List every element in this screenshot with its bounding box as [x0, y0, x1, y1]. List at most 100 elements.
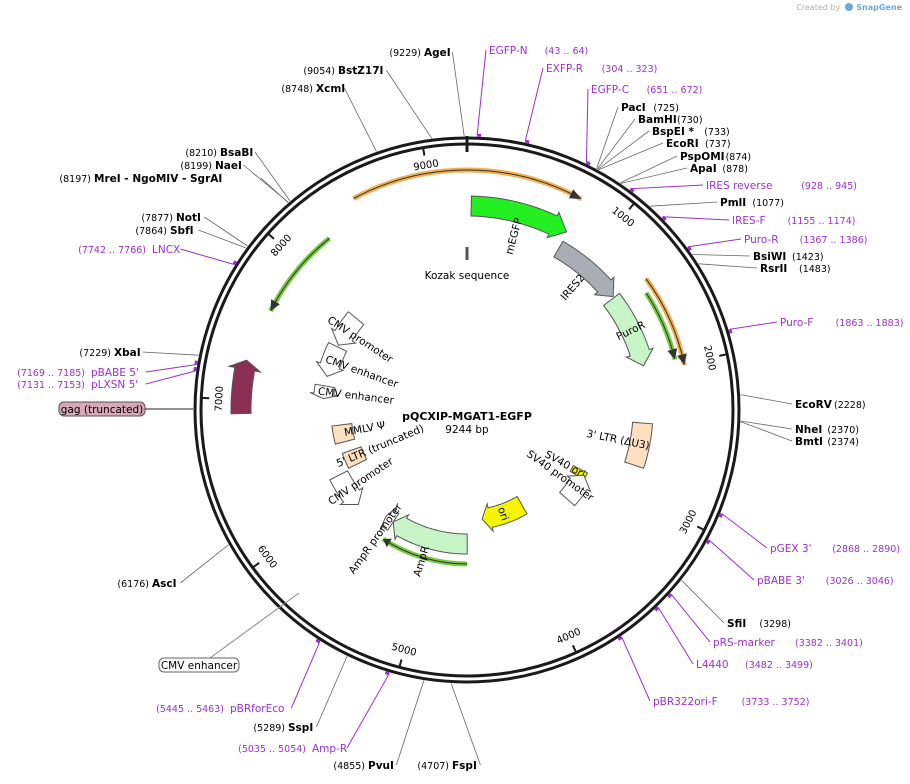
primer-amp-r-leader [346, 673, 390, 749]
feature-ampr-arrow [392, 513, 468, 555]
site-ecorv-leader [740, 394, 793, 405]
credit-prefix: Created by [796, 3, 841, 12]
feature-ori-label: ori [495, 506, 511, 523]
primer-l4440-mark [654, 606, 660, 612]
site-asci-position: (6176) [117, 579, 149, 590]
feature-puror-arrow [602, 292, 655, 367]
tick-label: 9000 [413, 158, 440, 173]
site-bamhi-label: BamHI [638, 114, 677, 126]
restriction-sites: AgeI(9229)BstZ17I(9054)XcmI(8748)BsaBI(8… [59, 47, 865, 772]
primer-pbrforeco-leader [290, 642, 321, 709]
feature-mmlv-arrow [331, 423, 356, 445]
tick-mark [398, 659, 403, 668]
feature-mmlv-label: MMLV Ψ [343, 419, 386, 438]
site-agei-position: (9229) [389, 48, 421, 59]
site-sspi-leader [316, 656, 348, 728]
tick-label: 8000 [269, 233, 294, 259]
primer-l4440-label: L4440 [696, 659, 729, 671]
site-bsabi-position: (8210) [185, 148, 217, 159]
feature-3-ltr-u3-arrow [623, 421, 654, 469]
primer-exfp-r-label: EXFP-R [546, 63, 583, 75]
tick-label: 5000 [390, 642, 417, 659]
site-paci-label: PacI [621, 102, 646, 114]
primer-egfp-c-range: (651 .. 672) [647, 85, 703, 96]
site-sbfi-leader [198, 229, 247, 249]
site-bsabi-label: BsaBI [220, 147, 253, 159]
primer-ires-f-range: (1155 .. 1174) [788, 216, 856, 227]
primer-pbabe-3-leader [708, 539, 755, 581]
site-apai-position: (878) [722, 164, 748, 175]
primer-sites: EGFP-N(43 .. 64)EXFP-R(304 .. 323)EGFP-C… [17, 45, 903, 755]
primer-exfp-r-mark [524, 139, 530, 144]
site-xbai-label: XbaI [114, 347, 141, 359]
primer-pbabe-5-range: (7169 .. 7185) [17, 368, 85, 379]
primer-ires-reverse-leader [630, 184, 704, 190]
primer-egfp-n-range: (43 .. 64) [545, 46, 589, 57]
primer-puro-f-label: Puro-F [780, 317, 813, 329]
site-paci-position: (725) [653, 103, 679, 114]
primer-puro-f-range: (1863 .. 1883) [836, 318, 904, 329]
primer-pbrforeco-mark [315, 638, 321, 644]
site-agei-label: AgeI [424, 47, 451, 59]
site-bsiwi-label: BsiWI [753, 251, 786, 263]
site-noti-leader [204, 216, 248, 247]
site-naei-position: (8199) [180, 161, 212, 172]
primer-pgex-3-mark [718, 513, 724, 518]
site-ecorv-label: EcoRV [795, 399, 833, 411]
primer-puro-r-leader [688, 238, 742, 248]
site-asci-label: AscI [152, 578, 177, 590]
primer-exfp-r-leader [524, 67, 544, 142]
feature-cmv-promoter-arrow [329, 470, 364, 505]
primer-lncx-mark [232, 260, 238, 266]
site-bspei-position: (733) [704, 127, 730, 138]
cmv-enhancer-outside: CMV enhancer [158, 592, 300, 673]
primer-ires-reverse-label: IRES reverse [706, 180, 773, 192]
orf-arrowhead [677, 353, 687, 365]
site-sfii-leader [681, 580, 725, 624]
feature-ires2-label: IRES2 [559, 272, 588, 303]
primer-l4440-range: (3482 .. 3499) [745, 660, 813, 671]
site-pmli-position: (1077) [752, 198, 784, 209]
primer-pbabe-3-range: (3026 .. 3046) [826, 576, 894, 587]
site-sspi-position: (5289) [253, 723, 285, 734]
site-agei-leader [452, 51, 465, 137]
site-ecori-position: (737) [705, 139, 731, 150]
primer-egfp-c-label: EGFP-C [591, 84, 629, 96]
kozak-label: Kozak sequence [425, 270, 510, 282]
site-sbfi-position: (7864) [135, 226, 167, 237]
site-ecori-label: EcoRI [666, 138, 699, 150]
site-bmti-position: (2374) [827, 437, 859, 448]
site-fspi-leader [450, 683, 481, 766]
site-pspomi-position: (874) [726, 152, 752, 163]
tick-mark [628, 202, 635, 210]
tick-mark [422, 147, 426, 156]
site-sbfi-label: SbfI [170, 225, 194, 237]
primer-exfp-r-range: (304 .. 323) [602, 64, 658, 75]
primer-prs-marker-range: (3382 .. 3401) [795, 638, 863, 649]
site-sfii-label: SfiI [727, 618, 746, 630]
primer-puro-r-mark [687, 245, 692, 251]
site-bsabi-leader [254, 151, 291, 202]
site-xbai-leader [142, 351, 199, 356]
site-noti-label: NotI [176, 212, 201, 224]
primer-plxsn-5-label: pLXSN 5' [91, 379, 138, 391]
site-xcmi-position: (8748) [281, 84, 313, 95]
primer-pbabe-5-leader [145, 364, 196, 373]
site-rsrii-label: RsrII [760, 263, 787, 275]
feature-cmv-enhancer-arrow [309, 383, 338, 400]
primer-pbabe-5-mark [194, 360, 198, 365]
tick-label: 4000 [555, 626, 583, 646]
primer-prs-marker-leader [670, 593, 711, 643]
orf-arrowhead [568, 189, 582, 199]
primer-pbr322ori-f-mark [617, 636, 623, 641]
feature-megfp-label: mEGFP [504, 217, 525, 256]
primer-amp-r-mark [384, 671, 390, 676]
site-pmli-label: PmlI [720, 197, 746, 209]
primer-ires-f-label: IRES-F [732, 215, 766, 227]
tick-label: 3000 [678, 508, 699, 536]
backbone [193, 136, 741, 684]
orf-arc-core [645, 278, 685, 366]
site-bsiwi-position: (1423) [792, 252, 824, 263]
